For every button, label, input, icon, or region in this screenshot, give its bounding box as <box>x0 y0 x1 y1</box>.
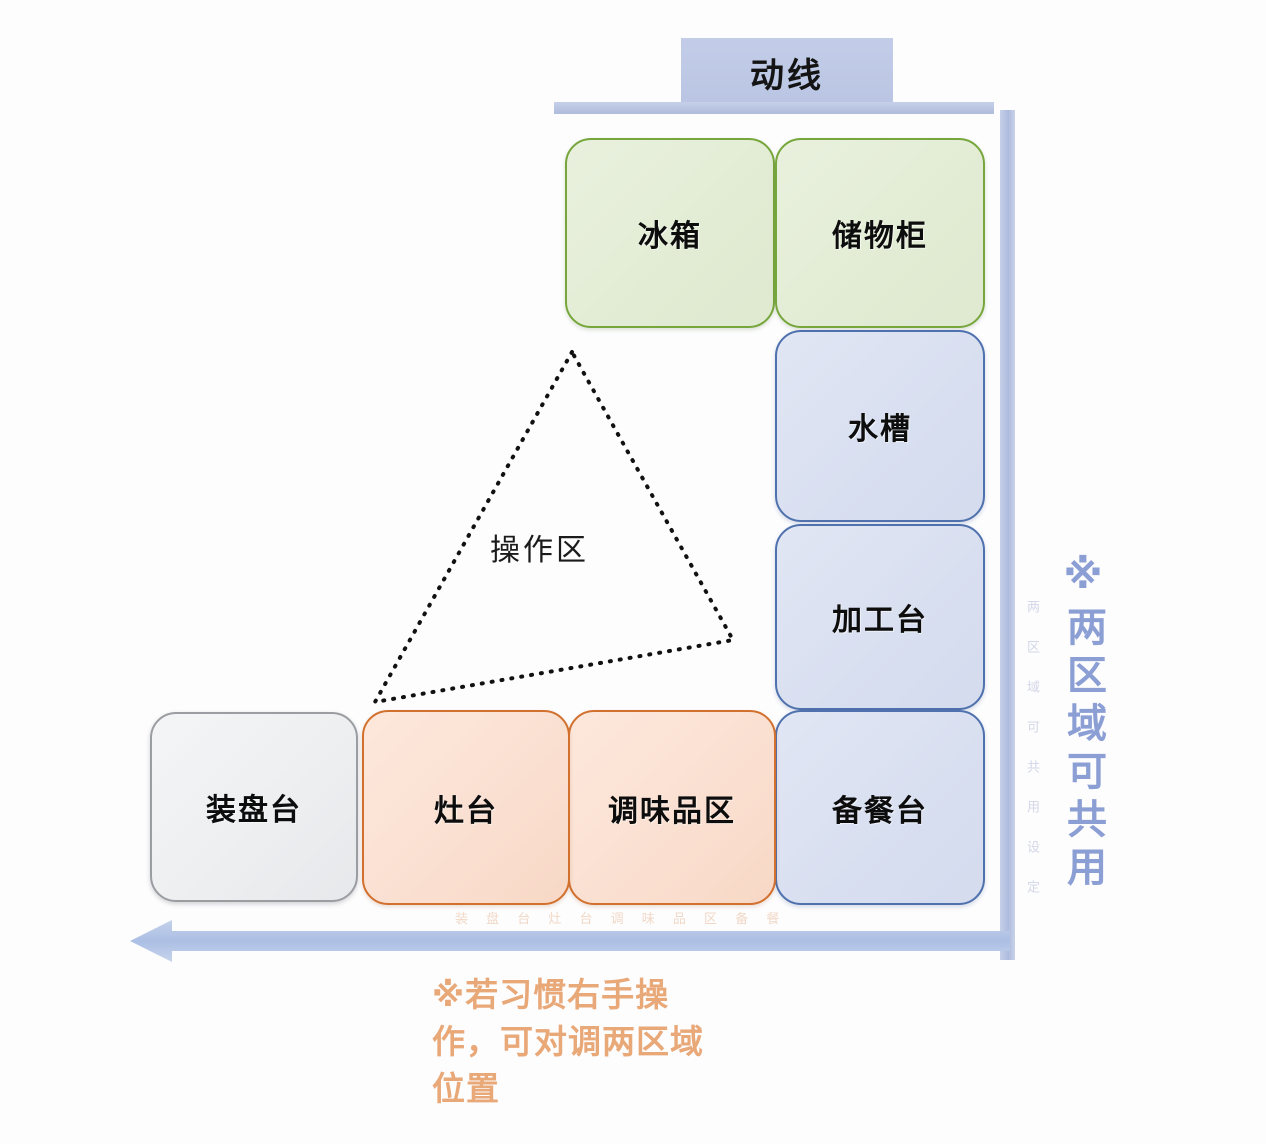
zone-seasoning-area-label: 调味品区 <box>608 793 736 829</box>
work-triangle-label: 操作区 <box>490 533 589 568</box>
zone-fridge[interactable]: 冰箱 <box>565 138 775 328</box>
watermark-vertical: 两 区 域 可 共 用 设 定 <box>1024 600 1039 899</box>
diagram-title: 动线 <box>681 38 893 106</box>
zone-seasoning-area[interactable]: 调味品区 <box>568 710 776 905</box>
zone-stove-label: 灶台 <box>434 793 498 829</box>
zone-serving-counter-label: 备餐台 <box>832 793 928 829</box>
zone-sink[interactable]: 水槽 <box>775 330 985 522</box>
note-right-hand-swap: ※若习惯右手操作，可对调两区域位置 <box>432 975 704 1108</box>
zone-serving-counter[interactable]: 备餐台 <box>775 710 985 905</box>
wall-bar-right <box>1000 110 1015 960</box>
wall-bar-top <box>554 102 994 114</box>
zone-prep-counter-label: 加工台 <box>832 603 928 638</box>
zone-plating-counter[interactable]: 装盘台 <box>150 712 358 902</box>
zone-fridge-label: 冰箱 <box>638 219 702 254</box>
zone-plating-counter-label: 装盘台 <box>206 793 302 828</box>
note-shared-zones: ※两区域可共用 <box>1060 552 1106 894</box>
zone-cabinet-label: 储物柜 <box>832 219 928 254</box>
zone-stove[interactable]: 灶台 <box>362 710 570 905</box>
zone-cabinet[interactable]: 储物柜 <box>775 138 985 328</box>
zone-prep-counter[interactable]: 加工台 <box>775 524 985 710</box>
watermark-horizontal: 装 盘 台 灶 台 调 味 品 区 备 餐 <box>455 912 787 927</box>
flow-arrow-left <box>130 918 1010 964</box>
zone-sink-label: 水槽 <box>848 412 912 447</box>
